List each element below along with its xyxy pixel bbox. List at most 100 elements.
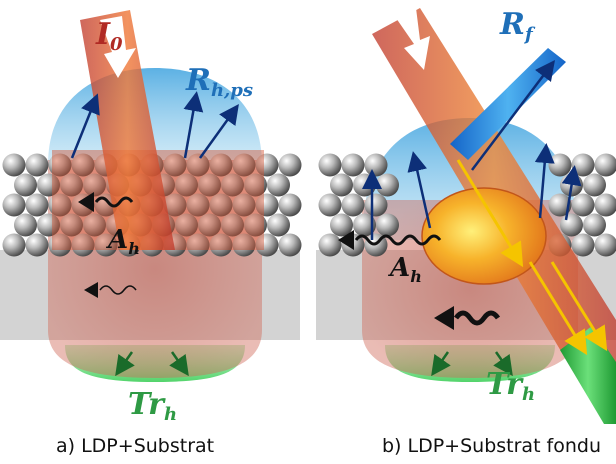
reflect-label-a: Rh,ps — [185, 63, 253, 101]
powder-particle — [221, 213, 244, 237]
powder-particle — [14, 173, 37, 197]
powder-particle — [163, 153, 187, 177]
powder-particle — [25, 193, 49, 217]
powder-particle — [330, 213, 353, 237]
powder-particle — [255, 193, 279, 217]
powder-particle — [209, 153, 233, 177]
powder-particle — [60, 213, 83, 237]
powder-particle — [267, 173, 290, 197]
caption-b: b) LDP+Substrat fondu — [382, 435, 601, 457]
powder-particle — [48, 193, 72, 217]
transmitted-arrow-a1 — [115, 351, 135, 377]
refracted-arrow-b3 — [550, 261, 608, 352]
reflected-arrow-a2 — [183, 91, 204, 159]
powder-particle — [583, 173, 606, 197]
powder-particle — [186, 193, 210, 217]
transmit-label-b: Trh — [486, 367, 535, 405]
powder-particle — [594, 233, 616, 257]
powder-particle — [60, 173, 83, 197]
powder-particle — [548, 193, 572, 217]
absorption-wave-a2 — [84, 282, 137, 298]
powder-particle — [71, 153, 95, 177]
powder-particle — [163, 193, 187, 217]
powder-particle — [25, 153, 49, 177]
powder-particle — [232, 233, 256, 257]
powder-particle — [2, 193, 26, 217]
powder-particle — [198, 213, 221, 237]
incident-label-a: I0 — [95, 17, 123, 55]
powder-particle — [594, 193, 616, 217]
powder-particle — [244, 173, 267, 197]
powder-particle — [232, 153, 256, 177]
powder-particle — [37, 173, 60, 197]
powder-particle — [232, 193, 256, 217]
powder-particle — [548, 153, 572, 177]
powder-particle — [14, 213, 37, 237]
transmitted-arrow-b2 — [493, 351, 513, 377]
powder-particle — [83, 173, 106, 197]
reflected-arrow-b0 — [471, 60, 556, 171]
powder-particle — [376, 213, 399, 237]
powder-particle — [278, 153, 302, 177]
refracted-arrow-b2 — [528, 261, 588, 356]
powder-particle — [255, 153, 279, 177]
refracted-arrow-b1 — [456, 159, 524, 268]
reflected-arrow-b4 — [561, 165, 582, 221]
powder-particle — [560, 213, 583, 237]
powder-particle — [571, 153, 595, 177]
powder-particle — [221, 173, 244, 197]
powder-particle — [94, 233, 118, 257]
powder-particle — [278, 233, 302, 257]
powder-particle — [48, 233, 72, 257]
reflected-arrow-a3 — [198, 103, 239, 159]
panel-b: Rf Ah Trh b) LDP+Substrat fondu — [316, 7, 616, 457]
powder-particle — [341, 193, 365, 217]
powder-particle — [278, 193, 302, 217]
powder-particle — [209, 193, 233, 217]
powder-particle — [2, 153, 26, 177]
powder-particle — [175, 173, 198, 197]
incident-arrow-b — [396, 8, 430, 70]
powder-particle — [583, 213, 606, 237]
reflected-arrow-a1 — [70, 93, 100, 159]
powder-particle — [571, 193, 595, 217]
absorb-label-b: Ah — [387, 253, 422, 286]
powder-particle — [83, 213, 106, 237]
powder-particle — [2, 233, 26, 257]
powder-particle — [330, 173, 353, 197]
powder-particle — [364, 193, 388, 217]
absorb-label-a: Ah — [105, 225, 140, 258]
reflected-arrow-b3 — [534, 143, 555, 219]
panel-a: I0 Rh,ps Ah Trh a) LDP+Substrat — [0, 10, 302, 457]
reflected-arrow-b2 — [407, 151, 432, 229]
absorption-wave-a1 — [78, 192, 134, 212]
powder-particle — [244, 213, 267, 237]
powder-particle — [376, 173, 399, 197]
caption-a: a) LDP+Substrat — [56, 435, 214, 457]
powder-particle — [71, 233, 95, 257]
powder-particle — [255, 233, 279, 257]
powder-particle — [364, 153, 388, 177]
powder-particle — [318, 233, 342, 257]
absorption-wave-b1 — [338, 230, 442, 250]
transmitted-arrow-b1 — [431, 351, 451, 377]
incident-beam-a — [80, 10, 175, 250]
powder-particle — [318, 193, 342, 217]
powder-particle — [318, 153, 342, 177]
powder-particle — [175, 213, 198, 237]
transmit-label-a: Trh — [128, 387, 177, 425]
powder-particle — [571, 233, 595, 257]
powder-particle — [594, 153, 616, 177]
powder-particle — [48, 153, 72, 177]
incident-arrow-a — [100, 16, 136, 78]
powder-particle — [186, 153, 210, 177]
reflect-label-b: Rf — [499, 7, 536, 45]
transmitted-arrow-a2 — [169, 351, 189, 377]
powder-particle — [37, 213, 60, 237]
absorption-wave-b2 — [434, 306, 501, 330]
powder-particle — [353, 213, 376, 237]
powder-particle — [267, 213, 290, 237]
powder-particle — [198, 173, 221, 197]
powder-particle — [25, 233, 49, 257]
